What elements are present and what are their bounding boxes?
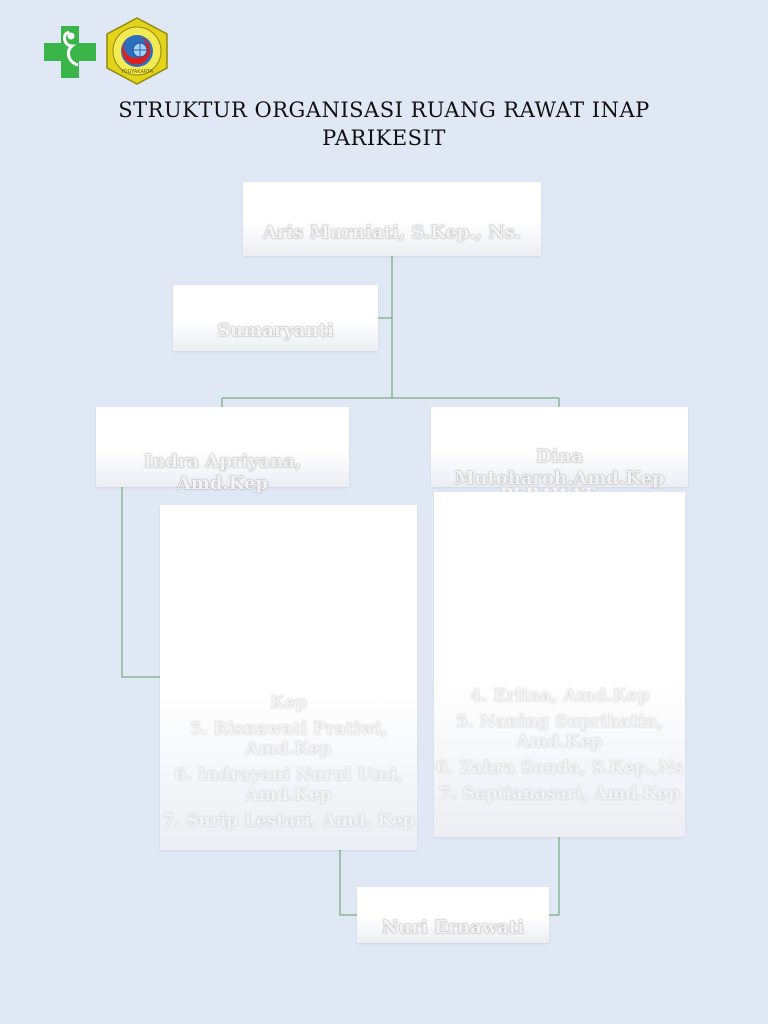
right-member-3: 7. Septianasari, Amd.Kep bbox=[438, 784, 681, 804]
title-line-1: STRUKTUR ORGANISASI RUANG RAWAT INAP bbox=[118, 98, 650, 122]
org-node-right-lead: Dina Mutoharoh.Amd.Kep bbox=[431, 407, 688, 489]
connector-bottom-left bbox=[339, 850, 357, 916]
medical-cross-logo bbox=[44, 26, 96, 78]
org-node-head: Aris Murniati, S.Kep., Ns. bbox=[243, 182, 541, 256]
right-member-1: 5. Naning Suprihatin, Amd.Kep bbox=[455, 712, 664, 752]
right-member-0: 4. Erlina, Amd.Kep bbox=[469, 686, 650, 706]
left-member-2: 6. Indrayani Nurul Umi, Amd.Kep bbox=[174, 765, 403, 805]
admin-name: Sumaryanti bbox=[217, 320, 334, 341]
title-line-2: PARIKESIT bbox=[322, 126, 446, 150]
bottom-name: Nuri Ernawati bbox=[381, 917, 525, 938]
org-node-admin: Sumaryanti bbox=[173, 285, 378, 351]
connector-left-members bbox=[121, 487, 160, 678]
org-node-left-members: Kep 5. Risnawati Pratiwi, Amd.Kep 6. Ind… bbox=[160, 505, 417, 850]
org-node-bottom: Nuri Ernawati bbox=[357, 887, 549, 943]
page-title: STRUKTUR ORGANISASI RUANG RAWAT INAP PAR… bbox=[60, 96, 708, 152]
left-member-0: Kep bbox=[269, 693, 308, 713]
right-lead-name: Dina Mutoharoh.Amd.Kep bbox=[454, 446, 665, 489]
right-member-2: 6. Zahra Sonda, S.Kep.,Ns bbox=[435, 758, 684, 778]
left-lead-name: Indra Apriyana, Amd.Kep bbox=[143, 451, 302, 494]
left-member-3: 7. Surip Lestari, Amd. Kep bbox=[162, 811, 415, 831]
org-node-left-lead: Indra Apriyana, Amd.Kep bbox=[96, 407, 349, 494]
head-name: Aris Murniati, S.Kep., Ns. bbox=[262, 222, 522, 243]
left-member-1: 5. Risnawati Pratiwi, Amd.Kep bbox=[189, 719, 388, 759]
seal-text: YOGYAKARTA bbox=[120, 69, 154, 75]
org-node-right-members: 4. Erlina, Amd.Kep 5. Naning Suprihatin,… bbox=[434, 492, 685, 837]
connector-bottom-right bbox=[549, 837, 560, 916]
institution-seal-logo: YOGYAKARTA bbox=[106, 17, 168, 85]
